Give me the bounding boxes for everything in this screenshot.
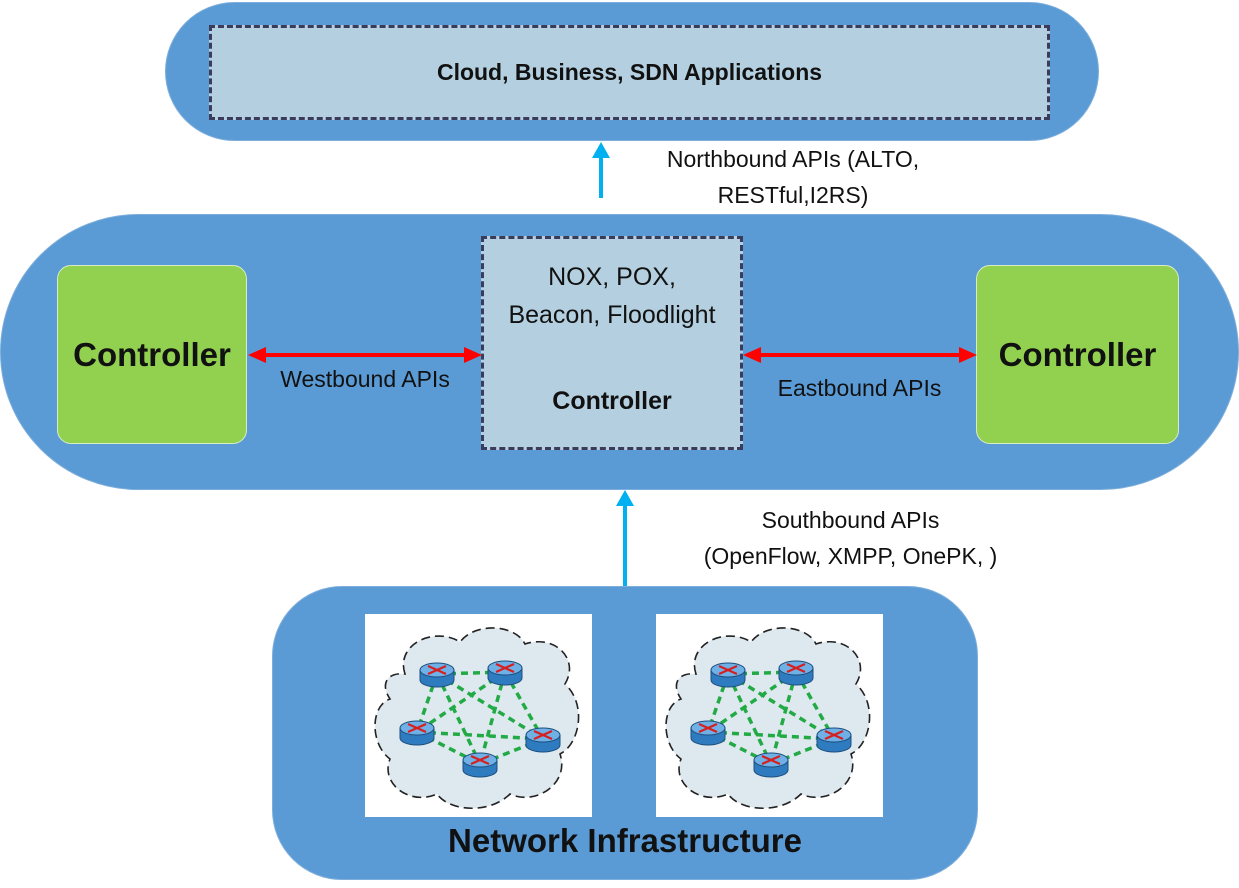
router-icon [690,720,726,746]
right-controller-label: Controller [998,335,1157,373]
cloud-outline [665,627,871,810]
westbound-label: Westbound APIs [280,366,450,392]
left-controller-label: Controller [73,335,231,373]
router-icon [778,660,814,686]
infrastructure-label: Network Infrastructure [448,822,802,859]
router-icon [753,752,789,778]
northbound-line2: RESTful,I2RS) [717,181,869,208]
network-cloud-right [656,614,883,817]
eastbound-label: Eastbound APIs [777,375,942,401]
right-controller-box: Controller [976,265,1179,444]
network-link [707,730,835,741]
westbound-arrow [248,347,482,363]
northbound-line1: Northbound APIs (ALTO, [666,146,920,172]
applications-box: Cloud, Business, SDN Applications [209,25,1050,120]
router-icon [816,727,852,753]
southbound-line2: (OpenFlow, XMPP, OnePK, ) [703,542,998,569]
router-icon [710,662,746,688]
router-icon [462,752,498,778]
network-cloud-left [365,614,592,817]
left-controller-box: Controller [57,265,247,444]
central-controller-line1: NOX, POX, [548,263,676,291]
network-link [436,672,544,741]
northbound-label: Northbound APIs (ALTO, RESTful,I2RS) [643,142,943,213]
network-link [727,672,835,741]
central-controller-title: Controller [552,387,672,415]
central-controller-box: NOX, POX, Beacon, Floodlight Controller [481,236,743,450]
southbound-line1: Southbound APIs [761,507,940,533]
network-link [435,673,482,765]
applications-label: Cloud, Business, SDN Applications [436,59,823,85]
network-link [769,671,798,765]
southbound-arrow [616,490,634,586]
router-icon [419,662,455,688]
cloud-outline [374,627,580,810]
eastbound-arrow [743,347,977,363]
router-icon [487,660,523,686]
southbound-label: Southbound APIs (OpenFlow, XMPP, OnePK, … [673,503,1028,574]
northbound-arrow [592,142,610,198]
central-controller-line2: Beacon, Floodlight [508,301,716,329]
network-link [726,673,773,765]
network-link [478,671,507,765]
network-link [416,730,544,741]
router-icon [525,727,561,753]
router-icon [399,720,435,746]
